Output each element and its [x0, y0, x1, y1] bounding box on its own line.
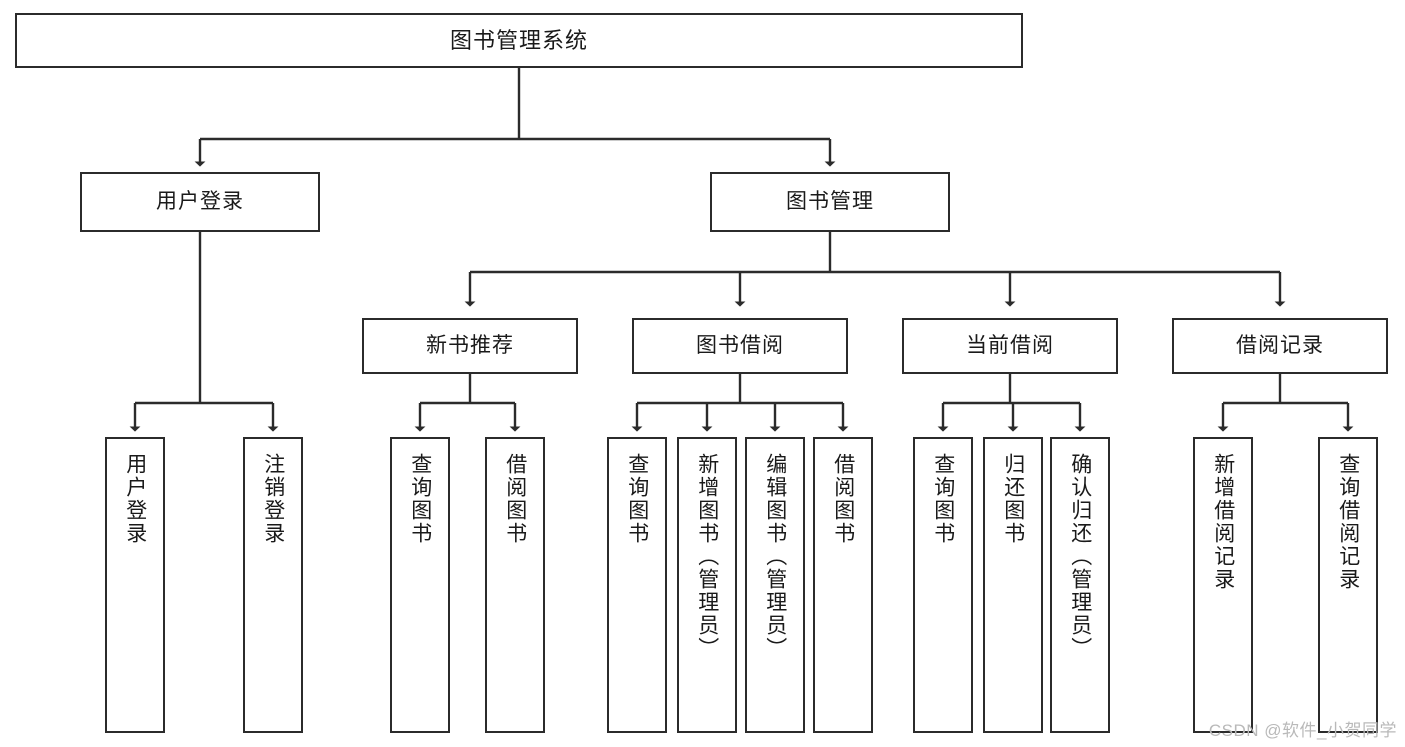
leaf-add-book-admin[interactable]: 新增图书（管理员）	[677, 437, 737, 733]
node-borrow-records[interactable]: 借阅记录	[1172, 318, 1388, 374]
leaf-edit-book-admin[interactable]: 编辑图书（管理员）	[745, 437, 805, 733]
node-new-book-recommend[interactable]: 新书推荐	[362, 318, 578, 374]
node-label: 借阅记录	[1236, 333, 1324, 357]
leaf-borrow-book-new[interactable]: 借阅图书	[485, 437, 545, 733]
node-label: 查询图书	[408, 453, 432, 545]
node-label: 用户登录	[156, 189, 244, 213]
node-book-management[interactable]: 图书管理	[710, 172, 950, 232]
leaf-logout[interactable]: 注销登录	[243, 437, 303, 733]
node-user-login[interactable]: 用户登录	[80, 172, 320, 232]
node-label: 编辑图书（管理员）	[763, 453, 787, 660]
node-label: 用户登录	[123, 453, 147, 545]
node-label: 当前借阅	[966, 333, 1054, 357]
node-label: 借阅图书	[831, 453, 855, 545]
leaf-borrow-book[interactable]: 借阅图书	[813, 437, 873, 733]
leaf-query-book-new[interactable]: 查询图书	[390, 437, 450, 733]
node-label: 新增借阅记录	[1211, 453, 1235, 591]
node-label: 新书推荐	[426, 333, 514, 357]
node-label: 新增图书（管理员）	[695, 453, 719, 660]
leaf-query-book-current[interactable]: 查询图书	[913, 437, 973, 733]
node-label: 归还图书	[1001, 453, 1025, 545]
leaf-query-book-borrow[interactable]: 查询图书	[607, 437, 667, 733]
node-label: 注销登录	[261, 453, 285, 545]
node-label: 图书借阅	[696, 333, 784, 357]
node-label: 查询图书	[931, 453, 955, 545]
node-label: 图书管理	[786, 189, 874, 213]
node-label: 查询图书	[625, 453, 649, 545]
leaf-query-borrow-record[interactable]: 查询借阅记录	[1318, 437, 1378, 733]
leaf-return-book[interactable]: 归还图书	[983, 437, 1043, 733]
node-label: 查询借阅记录	[1336, 453, 1360, 591]
node-root-system[interactable]: 图书管理系统	[15, 13, 1023, 68]
node-label: 图书管理系统	[449, 27, 588, 53]
csdn-watermark: CSDN @软件_小贺同学	[1208, 721, 1397, 740]
leaf-confirm-return-admin[interactable]: 确认归还（管理员）	[1050, 437, 1110, 733]
node-book-borrow[interactable]: 图书借阅	[632, 318, 848, 374]
node-label: 借阅图书	[503, 453, 527, 545]
node-label: 确认归还（管理员）	[1068, 453, 1092, 660]
node-current-borrow[interactable]: 当前借阅	[902, 318, 1118, 374]
leaf-user-login[interactable]: 用户登录	[105, 437, 165, 733]
leaf-add-borrow-record[interactable]: 新增借阅记录	[1193, 437, 1253, 733]
